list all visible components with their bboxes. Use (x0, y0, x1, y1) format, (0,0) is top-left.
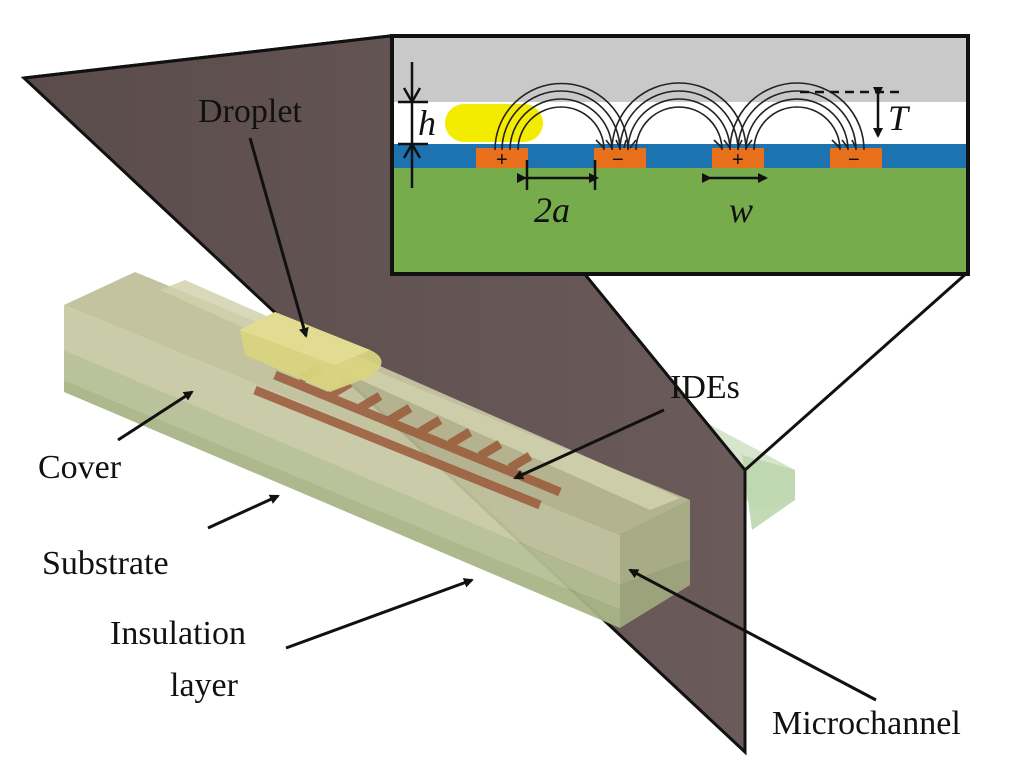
electrode-3 (712, 148, 764, 168)
inset-substrate (392, 168, 968, 274)
dimension-2a (517, 160, 599, 190)
dimension-h (398, 62, 428, 188)
electrode-sign-2: − (612, 149, 624, 171)
symbol-2a: 2a (534, 190, 570, 230)
label-droplet: Droplet (198, 93, 302, 130)
cover-front (64, 305, 620, 585)
symbol-T: T (888, 98, 911, 138)
label-ides: IDEs (670, 369, 740, 406)
substrate-layer (64, 350, 620, 610)
electrode-2 (594, 148, 646, 168)
droplet-3d (240, 312, 382, 392)
inset-droplet (445, 104, 543, 142)
symbol-w: w (729, 190, 753, 230)
electrode-sign-3: + (732, 149, 744, 171)
electrode-1 (476, 148, 528, 168)
label-cover: Cover (38, 449, 122, 486)
label-substrate: Substrate (42, 545, 169, 582)
label-insulation-line1: Insulation (110, 615, 246, 652)
insulation-strip (64, 380, 620, 628)
label-insulation-line2: layer (170, 667, 239, 704)
electric-field-lines (494, 82, 865, 151)
label-microchannel: Microchannel (772, 705, 961, 742)
electrode-4 (830, 148, 882, 168)
electrode-sign-1: + (496, 149, 508, 171)
dimension-T (800, 87, 900, 138)
zoom-lines (23, 34, 969, 472)
callout-arrows (117, 137, 877, 702)
cross-section-inset: + − + − h (390, 34, 970, 276)
electrode-sign-4: − (848, 149, 860, 171)
symbol-h: h (418, 103, 436, 143)
